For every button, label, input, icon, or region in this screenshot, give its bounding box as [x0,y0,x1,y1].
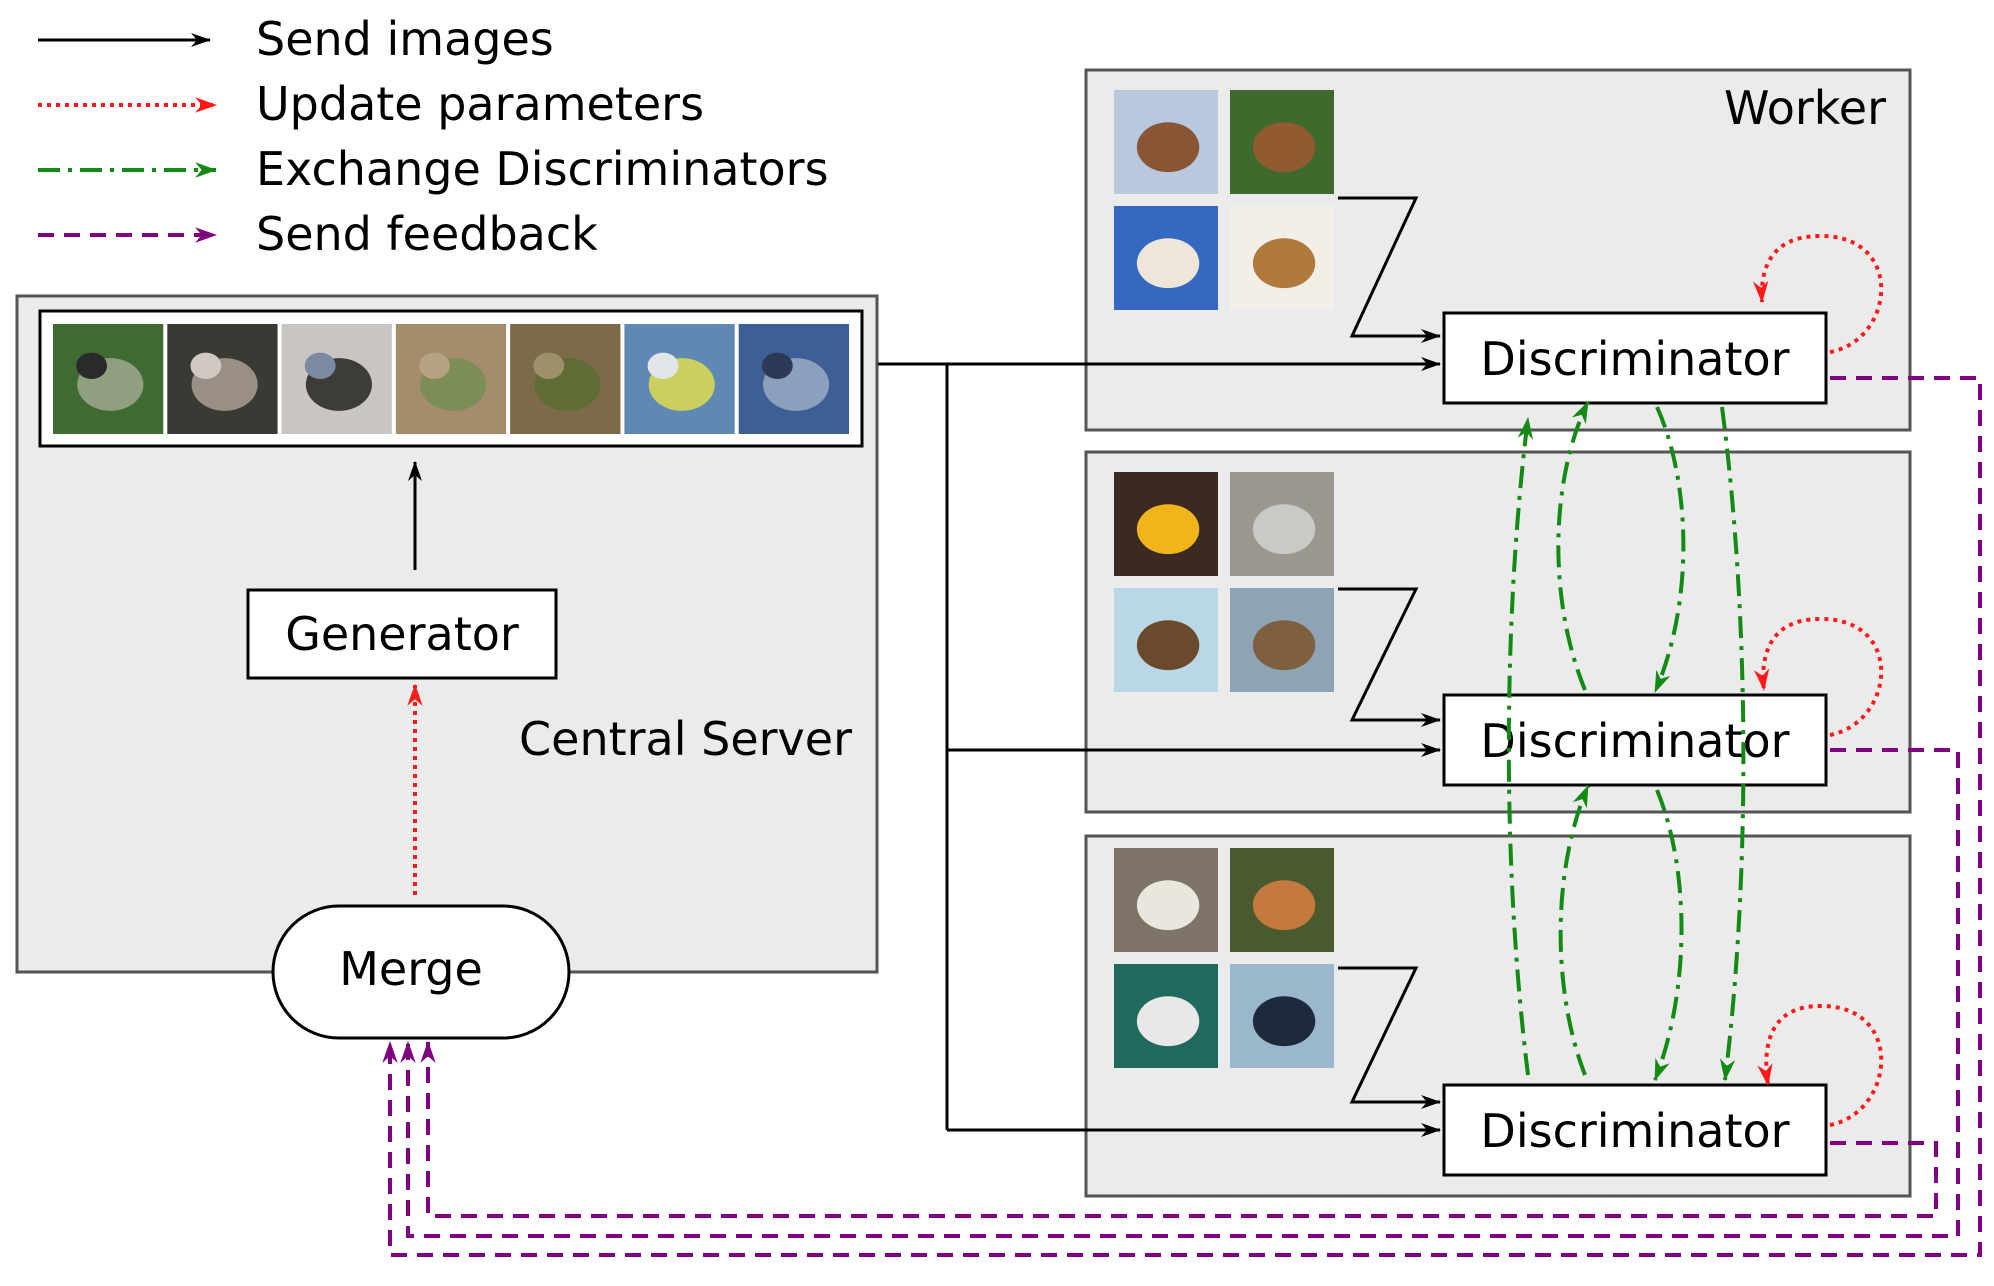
horse-rider-image [1114,848,1218,952]
send-images-connectors [878,357,1441,1137]
discriminator-2-self-update-arrow [1753,616,1884,737]
speedboat-image [1114,964,1218,1068]
sparrow-image [1230,588,1334,692]
generated-animal [167,324,278,434]
exchange-1-to-2-arrow [1653,406,1686,694]
worker-2-image-grid [1114,472,1334,692]
generator-box [246,588,558,680]
generated-images-row [53,324,849,434]
discriminator-3-label: Discriminator [1480,1104,1789,1158]
send-feedback-arrows [382,376,1982,1257]
exchange-3-to-1-arrow [1506,416,1534,1076]
worker-1-panel: Worker Discriminator [1084,68,1912,432]
legend-exchange-discriminators-label: Exchange Discriminators [256,142,829,196]
generated-plane [624,324,735,434]
ship-image [1230,964,1334,1068]
feedback-discriminator-2-to-merge-arrow [400,748,1960,1238]
generated-airplane [53,324,164,434]
puppy-image [1114,206,1218,310]
legend-send-feedback-label: Send feedback [256,207,598,261]
deer-forest-image [1230,90,1334,194]
generated-dog [281,324,392,434]
exchange-2-to-3-arrow [1653,789,1684,1082]
worker-title: Worker [1724,81,1886,135]
central-server-title: Central Server [519,712,852,766]
exchange-2-to-1-arrow [1556,401,1590,691]
merge-node [271,904,571,1040]
worker-3-images-to-discriminator-arrow [1338,966,1441,1109]
feedback-discriminator-1-to-merge-arrow [382,376,1982,1257]
generated-blur [395,324,507,434]
legend-update-parameters-label: Update parameters [256,77,704,131]
discriminator-3-self-update-arrow [1757,1003,1884,1127]
worker-3-image-grid [1114,848,1334,1068]
worker-2-images-to-discriminator-arrow [1338,587,1441,727]
horse-child-image [1230,848,1334,952]
central-server-panel: Generator Central Server Merge [15,294,879,1040]
deer-image [1114,90,1218,194]
pekingese-image [1230,206,1334,310]
merge-label: Merge [339,942,483,996]
exchange-3-to-2-arrow [1558,784,1590,1076]
yellow-car-image [1114,472,1218,576]
discriminator-3-box [1442,1083,1828,1177]
legend: Send images Update parameters Exchange D… [38,12,829,261]
generated-car [738,324,849,434]
legend-send-images-label: Send images [256,12,554,66]
exchange-1-to-3-arrow [1719,406,1746,1082]
feedback-discriminator-3-to-merge-arrow [420,1040,1938,1218]
discriminator-1-label: Discriminator [1480,332,1789,386]
bird-branch-image [1114,588,1218,692]
generator-label: Generator [285,607,519,661]
discriminator-2-label: Discriminator [1480,714,1789,768]
exchange-discriminators-arrows [1506,401,1746,1082]
worker-3-panel: Discriminator [1084,834,1912,1198]
discriminator-1-self-update-arrow [1753,233,1884,354]
discriminator-1-box [1442,311,1828,405]
generated-deer [510,324,621,434]
worker-2-panel: Discriminator [1084,450,1912,814]
silver-car-image [1230,472,1334,576]
worker-1-image-grid [1114,90,1334,310]
worker-1-images-to-discriminator-arrow [1338,196,1441,343]
